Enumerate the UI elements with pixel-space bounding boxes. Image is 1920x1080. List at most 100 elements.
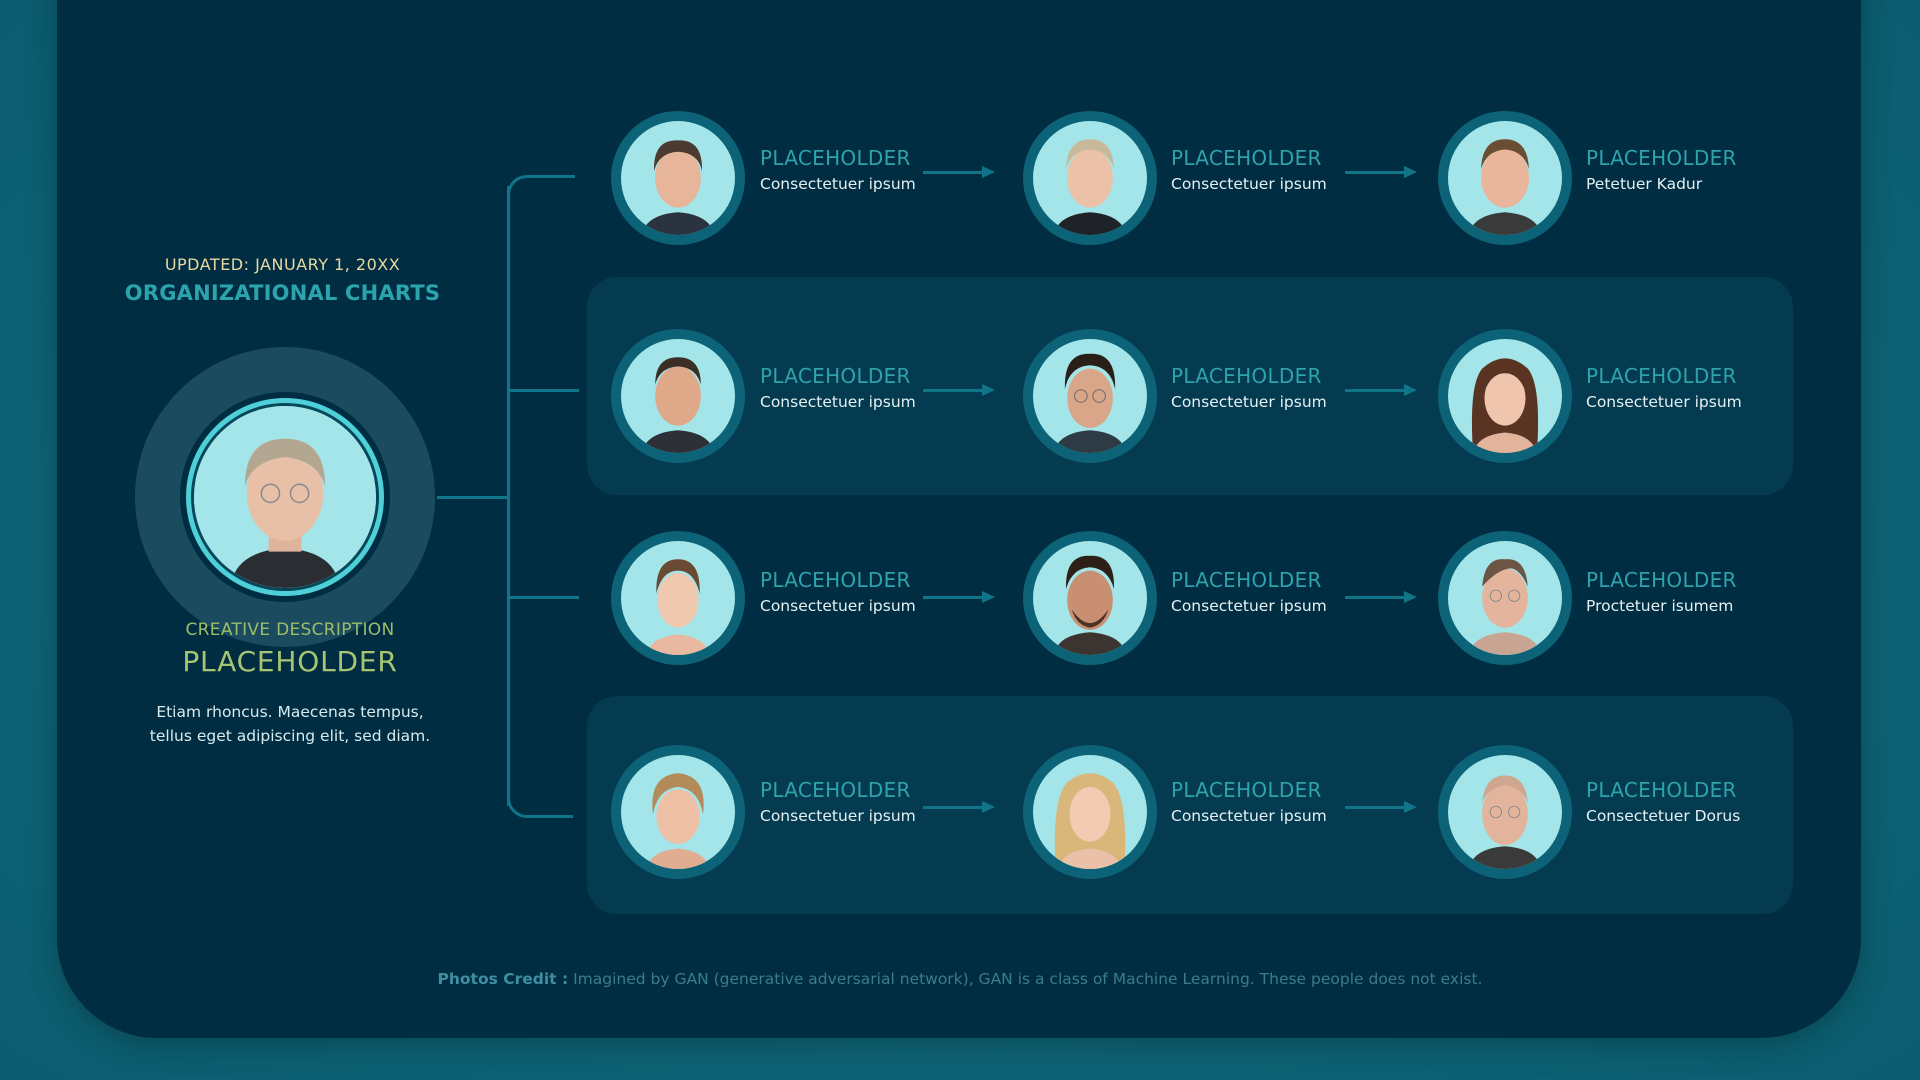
- member-avatar: [1023, 745, 1157, 879]
- lead-description: Etiam rhoncus. Maecenas tempus, tellus e…: [130, 700, 450, 748]
- member-label: PLACEHOLDER Consectetuer ipsum: [1171, 777, 1327, 827]
- person-icon: [1471, 358, 1539, 453]
- member-subtitle: Proctetuer isumem: [1586, 597, 1734, 615]
- photo-credit: Photos Credit : Imagined by GAN (generat…: [0, 970, 1920, 988]
- arrow-right-icon: [923, 166, 995, 178]
- member-name: PLACEHOLDER: [1171, 778, 1322, 802]
- arrow-right-icon: [1345, 384, 1417, 396]
- lead-description-line: tellus eget adipiscing elit, sed diam.: [149, 727, 431, 745]
- member-name: PLACEHOLDER: [1171, 568, 1322, 592]
- person-photo: [1448, 121, 1562, 235]
- person-icon: [646, 559, 710, 655]
- person-photo: [621, 339, 735, 453]
- member-label: PLACEHOLDER Consectetuer ipsum: [760, 363, 916, 413]
- lead-name: PLACEHOLDER: [182, 645, 398, 678]
- member-label: PLACEHOLDER Consectetuer ipsum: [760, 777, 916, 827]
- member-avatar: [1023, 329, 1157, 463]
- member-avatar: [1438, 329, 1572, 463]
- member-name: PLACEHOLDER: [1171, 146, 1322, 170]
- member-name: PLACEHOLDER: [760, 146, 911, 170]
- arrow-right-icon: [1345, 166, 1417, 178]
- person-icon: [1053, 353, 1127, 453]
- connector-branch-2: [509, 389, 579, 392]
- page-title: ORGANIZATIONAL CHARTS: [124, 281, 441, 305]
- person-icon: [1468, 139, 1542, 235]
- member-subtitle: Consectetuer ipsum: [1586, 393, 1742, 411]
- connector-branch-4: [527, 815, 573, 818]
- row-panel-4: [587, 696, 1793, 914]
- person-icon: [1468, 559, 1542, 655]
- member-name: PLACEHOLDER: [760, 568, 911, 592]
- connector-main: [437, 496, 509, 499]
- member-avatar: [1023, 111, 1157, 245]
- member-avatar: [611, 329, 745, 463]
- lead-role: CREATIVE DESCRIPTION: [185, 620, 395, 640]
- arrow-right-icon: [923, 384, 995, 396]
- arrow-right-icon: [923, 801, 995, 813]
- connector-corner-top: [507, 175, 529, 197]
- row-panel-2: [587, 277, 1793, 495]
- person-photo: [1033, 755, 1147, 869]
- member-avatar: [611, 111, 745, 245]
- member-subtitle: Consectetuer ipsum: [1171, 807, 1327, 825]
- member-subtitle: Consectetuer ipsum: [760, 807, 916, 825]
- person-photo: [1448, 755, 1562, 869]
- member-avatar: [1023, 531, 1157, 665]
- member-subtitle: Consectetuer ipsum: [1171, 393, 1327, 411]
- person-icon: [1053, 555, 1127, 655]
- person-photo: [1448, 541, 1562, 655]
- updated-date: UPDATED: JANUARY 1, 20XX: [164, 255, 401, 274]
- person-icon: [1468, 775, 1542, 869]
- member-label: PLACEHOLDER Petetuer Kadur: [1586, 145, 1737, 195]
- member-label: PLACEHOLDER Consectetuer ipsum: [760, 145, 916, 195]
- person-photo: [621, 541, 735, 655]
- member-label: PLACEHOLDER Consectetuer ipsum: [1171, 363, 1327, 413]
- connector-branch-3: [509, 596, 579, 599]
- arrow-right-icon: [1345, 591, 1417, 603]
- connector-branch-1: [527, 175, 575, 178]
- member-label: PLACEHOLDER Consectetuer ipsum: [1586, 363, 1742, 413]
- member-name: PLACEHOLDER: [1586, 778, 1737, 802]
- person-icon: [194, 406, 376, 588]
- member-avatar: [611, 745, 745, 879]
- lead-avatar: [194, 406, 376, 588]
- person-photo: [1448, 339, 1562, 453]
- person-icon: [641, 357, 715, 453]
- member-subtitle: Consectetuer ipsum: [760, 175, 916, 193]
- member-label: PLACEHOLDER Consectetuer ipsum: [760, 567, 916, 617]
- member-avatar: [1438, 531, 1572, 665]
- member-subtitle: Consectetuer Dorus: [1586, 807, 1741, 825]
- lead-description-line: Etiam rhoncus. Maecenas tempus,: [156, 703, 424, 721]
- member-label: PLACEHOLDER Consectetuer ipsum: [1171, 567, 1327, 617]
- arrow-right-icon: [1345, 801, 1417, 813]
- connector-trunk: [507, 186, 510, 806]
- person-photo: [621, 755, 735, 869]
- member-name: PLACEHOLDER: [760, 778, 911, 802]
- member-name: PLACEHOLDER: [760, 364, 911, 388]
- member-avatar: [1438, 111, 1572, 245]
- member-name: PLACEHOLDER: [1171, 364, 1322, 388]
- person-icon: [646, 773, 710, 869]
- person-photo: [1033, 121, 1147, 235]
- person-icon: [1054, 773, 1126, 869]
- member-name: PLACEHOLDER: [1586, 146, 1737, 170]
- member-subtitle: Consectetuer ipsum: [760, 393, 916, 411]
- member-name: PLACEHOLDER: [1586, 364, 1737, 388]
- person-icon: [641, 140, 715, 235]
- person-photo: [1033, 339, 1147, 453]
- member-subtitle: Consectetuer ipsum: [1171, 175, 1327, 193]
- credit-text: Imagined by GAN (generative adversarial …: [568, 970, 1483, 988]
- person-photo: [621, 121, 735, 235]
- person-icon: [1053, 139, 1127, 235]
- member-subtitle: Petetuer Kadur: [1586, 175, 1703, 193]
- member-avatar: [611, 531, 745, 665]
- person-photo: [1033, 541, 1147, 655]
- member-name: PLACEHOLDER: [1586, 568, 1737, 592]
- member-label: PLACEHOLDER Proctetuer isumem: [1586, 567, 1737, 617]
- credit-label: Photos Credit :: [437, 970, 569, 988]
- member-avatar: [1438, 745, 1572, 879]
- member-subtitle: Consectetuer ipsum: [760, 597, 916, 615]
- member-subtitle: Consectetuer ipsum: [1171, 597, 1327, 615]
- arrow-right-icon: [923, 591, 995, 603]
- member-label: PLACEHOLDER Consectetuer Dorus: [1586, 777, 1740, 827]
